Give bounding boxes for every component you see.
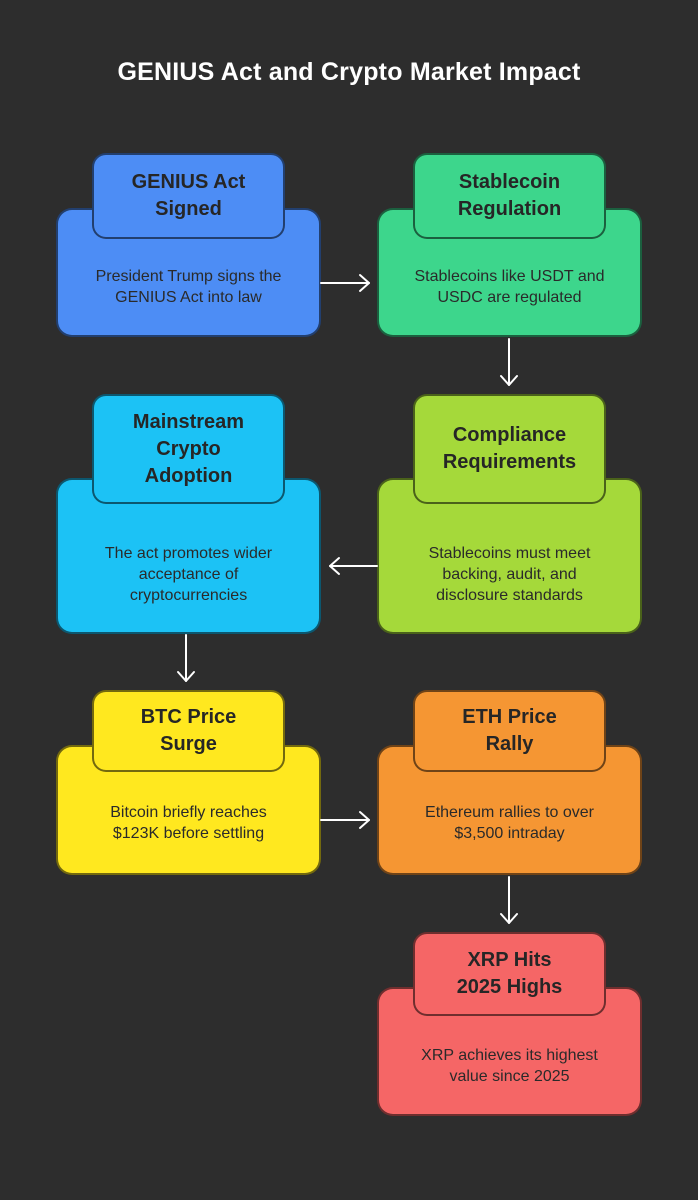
node-heading-tab: XRP Hits 2025 Highs <box>413 932 606 1016</box>
node-body: Stablecoins must meet backing, audit, an… <box>377 478 642 634</box>
node-description: Ethereum rallies to over $3,500 intraday <box>425 804 594 842</box>
node-heading-tab: ETH Price Rally <box>413 690 606 772</box>
node-description: Bitcoin briefly reaches $123K before set… <box>110 804 267 842</box>
node-heading: Compliance Requirements <box>442 424 577 473</box>
arrow-right-icon <box>320 274 370 292</box>
node-body: The act promotes wider acceptance of cry… <box>56 478 321 634</box>
node-description: The act promotes wider acceptance of cry… <box>104 544 273 604</box>
arrow-right-icon <box>320 811 370 829</box>
node-heading-tab: Mainstream Crypto Adoption <box>92 394 285 504</box>
node-heading: Mainstream Crypto Adoption <box>132 410 245 487</box>
node-description: President Trump signs the GENIUS Act int… <box>95 267 282 306</box>
node-description: XRP achieves its highest value since 202… <box>421 1046 598 1085</box>
node-heading: BTC Price Surge <box>140 706 237 755</box>
arrow-down-icon <box>500 876 518 924</box>
node-heading-tab: Stablecoin Regulation <box>413 153 606 239</box>
node-description: Stablecoins must meet backing, audit, an… <box>428 544 591 604</box>
arrow-down-icon <box>177 634 195 682</box>
node-heading-tab: Compliance Requirements <box>413 394 606 504</box>
arrow-left-icon <box>329 557 378 575</box>
node-heading-tab: GENIUS Act Signed <box>92 153 285 239</box>
node-heading: XRP Hits 2025 Highs <box>456 949 563 998</box>
node-heading-tab: BTC Price Surge <box>92 690 285 772</box>
diagram-title: GENIUS Act and Crypto Market Impact <box>117 58 581 86</box>
node-description: Stablecoins like USDT and USDC are regul… <box>414 267 605 306</box>
arrow-down-icon <box>500 338 518 386</box>
node-heading: ETH Price Rally <box>462 706 557 755</box>
node-heading: Stablecoin Regulation <box>457 171 562 220</box>
node-heading: GENIUS Act Signed <box>131 171 246 220</box>
